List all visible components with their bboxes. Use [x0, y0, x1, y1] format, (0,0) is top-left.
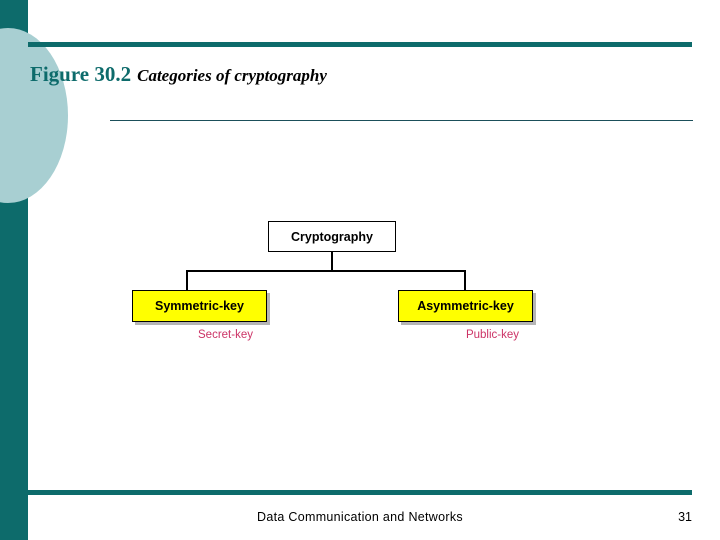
- edge-root-stem: [331, 252, 333, 271]
- decorative-circle: [0, 28, 68, 203]
- edge-horizontal-connector: [186, 270, 466, 272]
- figure-caption: Categories of cryptography: [137, 66, 327, 85]
- sublabel-public-key: Public-key: [465, 329, 520, 341]
- node-symmetric-key: Symmetric-key: [132, 290, 267, 322]
- edge-to-symmetric-key: [186, 270, 188, 291]
- footer-text: Data Communication and Networks: [257, 510, 463, 524]
- sublabel-secret-key: Secret-key: [198, 329, 253, 341]
- cryptography-categories-diagram: Cryptography Symmetric-key Asymmetric-ke…: [120, 205, 600, 355]
- node-symmetric-key-label: Symmetric-key: [155, 299, 244, 313]
- title-underline: [110, 120, 693, 121]
- figure-number: Figure 30.2: [30, 62, 132, 86]
- node-cryptography-label: Cryptography: [291, 229, 373, 244]
- page-number: 31: [678, 510, 692, 524]
- page-title: Figure 30.2 Categories of cryptography: [30, 62, 327, 87]
- top-divider-rule: [28, 42, 692, 47]
- node-asymmetric-key-label: Asymmetric-key: [417, 299, 514, 313]
- node-cryptography: Cryptography: [268, 221, 396, 252]
- bottom-divider-rule: [28, 490, 692, 495]
- node-asymmetric-key: Asymmetric-key: [398, 290, 533, 322]
- edge-to-asymmetric-key: [464, 270, 466, 291]
